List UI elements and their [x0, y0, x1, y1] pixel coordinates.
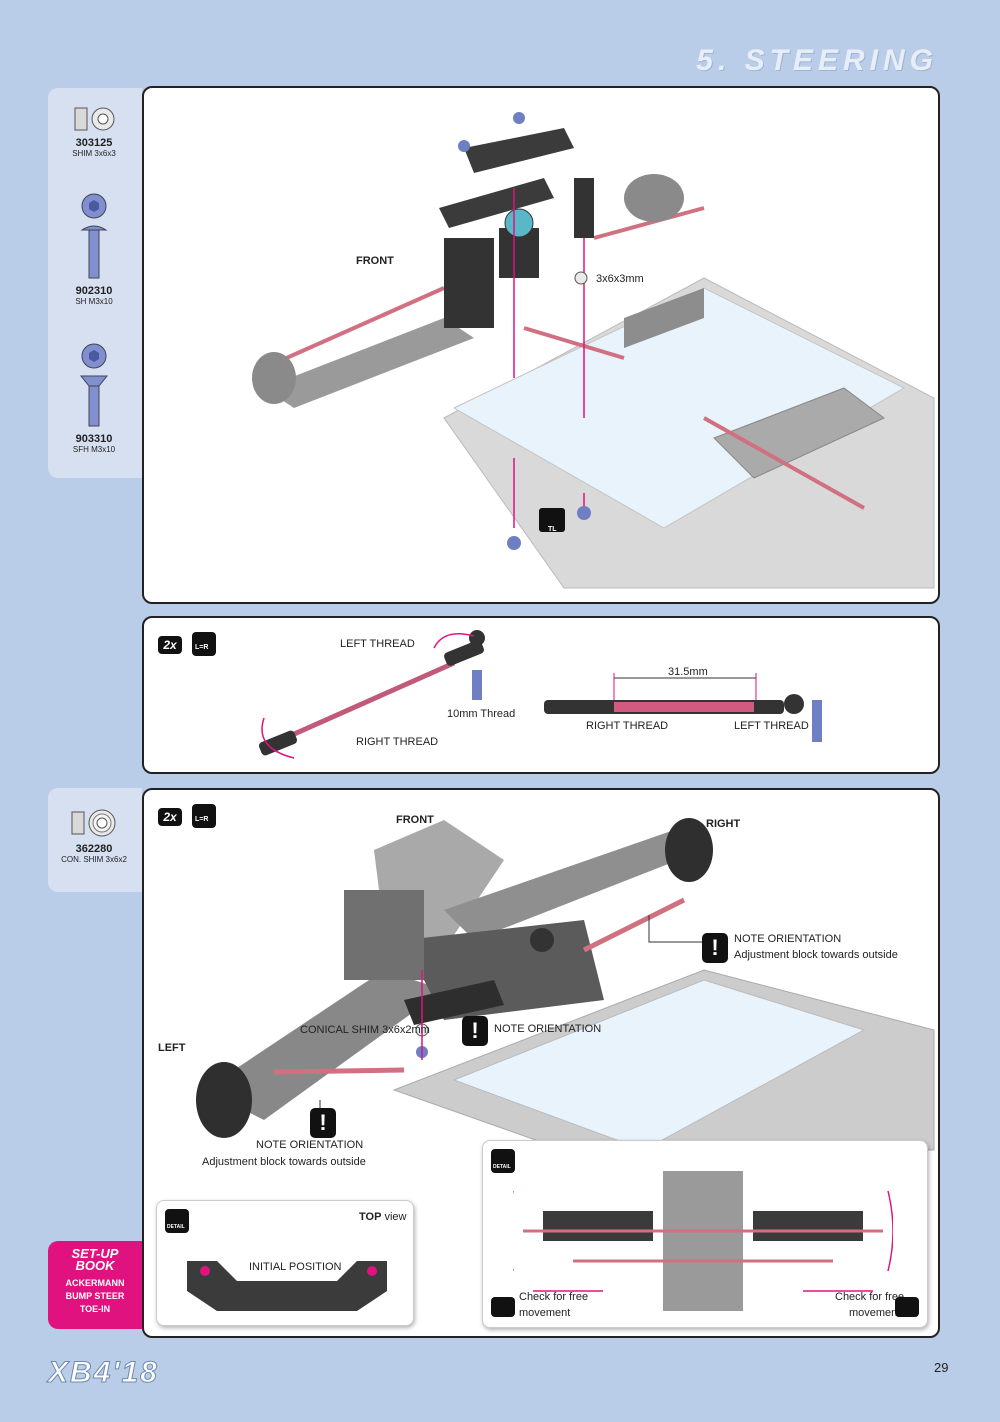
flat-head-screw-icon [79, 343, 109, 427]
step3-panel: 2x L=R FRONT RIGHT LEFT ! NOTE ORIENTATI… [142, 788, 940, 1338]
adjustment-note-2: Adjustment block towards outside [202, 1156, 366, 1168]
setup-book-badge: SET-UP BOOK ACKERMANN BUMP STEER TOE-IN [48, 1241, 142, 1329]
front-label-2: FRONT [396, 814, 434, 826]
left-thread-label-2: LEFT THREAD [734, 720, 809, 732]
check-free-right-1: Check for free [835, 1291, 905, 1303]
shim-icon [74, 107, 115, 131]
left-right-icon: L=R [192, 632, 216, 656]
right-side-label: RIGHT [706, 818, 741, 830]
left-right-icon-2: L=R [192, 804, 216, 828]
chassis-assembly-illustration [252, 112, 935, 589]
product-logo: XB4'18 [48, 1356, 159, 1390]
part-903310: 903310 SFH M3x10 [48, 340, 140, 454]
ten-mm-thread-label: 10mm Thread [447, 708, 516, 720]
right-thread-label: RIGHT THREAD [356, 736, 439, 748]
top-view-label: TOP view [359, 1211, 407, 1223]
adjustment-note: Adjustment block towards outside [734, 949, 898, 961]
quantity-badge: 2x [158, 636, 182, 654]
part-362280: 362280 CON. SHIM 3x6x2 [48, 806, 140, 864]
steering-assembly-illustration [196, 818, 935, 1151]
free-movement-detail: DETAIL Check for free movement Check for… [482, 1140, 928, 1328]
note-orientation-label: NOTE ORIENTATION [734, 933, 842, 945]
page-number: 29 [934, 1360, 949, 1375]
step1-panel: FRONT 3x6x3mm TL [142, 86, 940, 604]
initial-position-label: INITIAL POSITION [249, 1261, 342, 1273]
note-orientation-label-2: NOTE ORIENTATION [494, 1023, 602, 1035]
shim-size-label: 3x6x3mm [596, 273, 644, 285]
left-side-label: LEFT [158, 1042, 186, 1054]
screwdriver-icon [491, 1297, 515, 1317]
right-thread-label-2: RIGHT THREAD [586, 720, 669, 732]
screwdriver-icon-2 [895, 1297, 919, 1317]
check-free-right-2: movement [849, 1307, 901, 1319]
warning-icon-2: ! [462, 1016, 488, 1046]
parts-sidebar-bottom: 362280 CON. SHIM 3x6x2 [48, 788, 142, 892]
magnifier-icon: DETAIL [165, 1209, 189, 1233]
turnbuckle-illustration [258, 630, 822, 759]
left-thread-label: LEFT THREAD [340, 638, 415, 650]
section-title: 5. STEERING [696, 44, 938, 77]
top-view-detail: DETAIL TOP view INITIAL POSITION [156, 1200, 414, 1326]
part-303125: 303125 SHIM 3x6x3 [48, 104, 140, 158]
conical-shim-label: CONICAL SHIM 3x6x2mm [300, 1024, 430, 1036]
magnifier-icon-2: DETAIL [491, 1149, 515, 1173]
step2-panel: 2x L=R LEFT THREAD RIGHT THREAD 10mm Thr… [142, 616, 940, 774]
warning-icon-3: ! [310, 1108, 336, 1138]
check-free-left-1: Check for free [519, 1291, 589, 1303]
warning-icon: ! [702, 933, 728, 963]
conical-shim-icon [71, 809, 116, 837]
tool-label: TL [548, 526, 557, 533]
button-head-screw-icon [80, 193, 108, 279]
steering-bridge-illustration [187, 1261, 387, 1311]
check-free-left-2: movement [519, 1307, 571, 1319]
steering-linkage-top-view [513, 1171, 893, 1311]
front-label: FRONT [356, 255, 394, 267]
length-label: 31.5mm [668, 666, 708, 678]
note-orientation-label-3: NOTE ORIENTATION [256, 1139, 364, 1151]
part-902310: 902310 SH M3x10 [48, 192, 140, 306]
parts-sidebar-top: 303125 SHIM 3x6x3 902310 SH M3x10 903310… [48, 88, 142, 478]
quantity-badge-2: 2x [158, 808, 182, 826]
